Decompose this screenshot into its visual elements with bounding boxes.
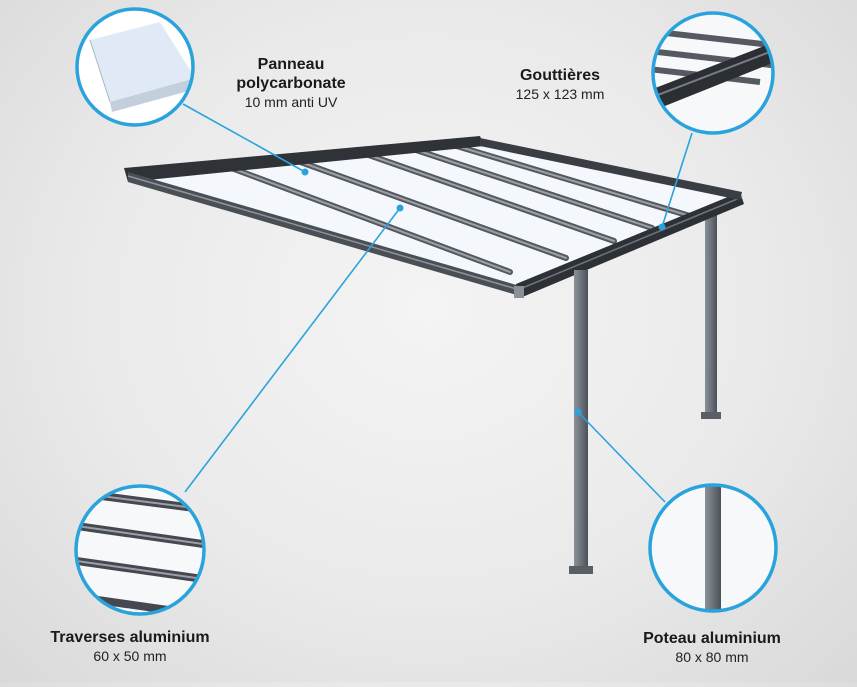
zoom-post <box>648 483 778 613</box>
zoom-panel <box>75 7 195 127</box>
label-panel-sub: 10 mm anti UV <box>244 94 338 110</box>
zoom-gutter <box>651 11 775 135</box>
label-post-sub: 80 x 80 mm <box>675 649 749 665</box>
label-post: Poteau aluminium 80 x 80 mm <box>612 629 812 666</box>
roof-rails <box>223 141 693 275</box>
label-gutter: Gouttières 125 x 123 mm <box>480 66 640 103</box>
label-rails: Traverses aluminium 60 x 50 mm <box>10 628 250 665</box>
label-panel-title-1: Panneau <box>257 56 325 73</box>
zoom-rails <box>74 484 206 616</box>
callout-lines <box>182 103 693 503</box>
label-gutter-sub: 125 x 123 mm <box>515 86 605 102</box>
label-post-title: Poteau aluminium <box>643 630 781 647</box>
roof <box>124 136 744 298</box>
label-panel-title-2: polycarbonate <box>236 75 346 92</box>
label-rails-sub: 60 x 50 mm <box>93 648 167 664</box>
label-panel: Panneau polycarbonate 10 mm anti UV <box>196 55 386 111</box>
label-gutter-title: Gouttières <box>519 67 600 84</box>
callout-dots <box>301 168 666 416</box>
front-post <box>569 270 593 574</box>
label-rails-title: Traverses aluminium <box>50 629 210 646</box>
back-post <box>701 205 721 419</box>
